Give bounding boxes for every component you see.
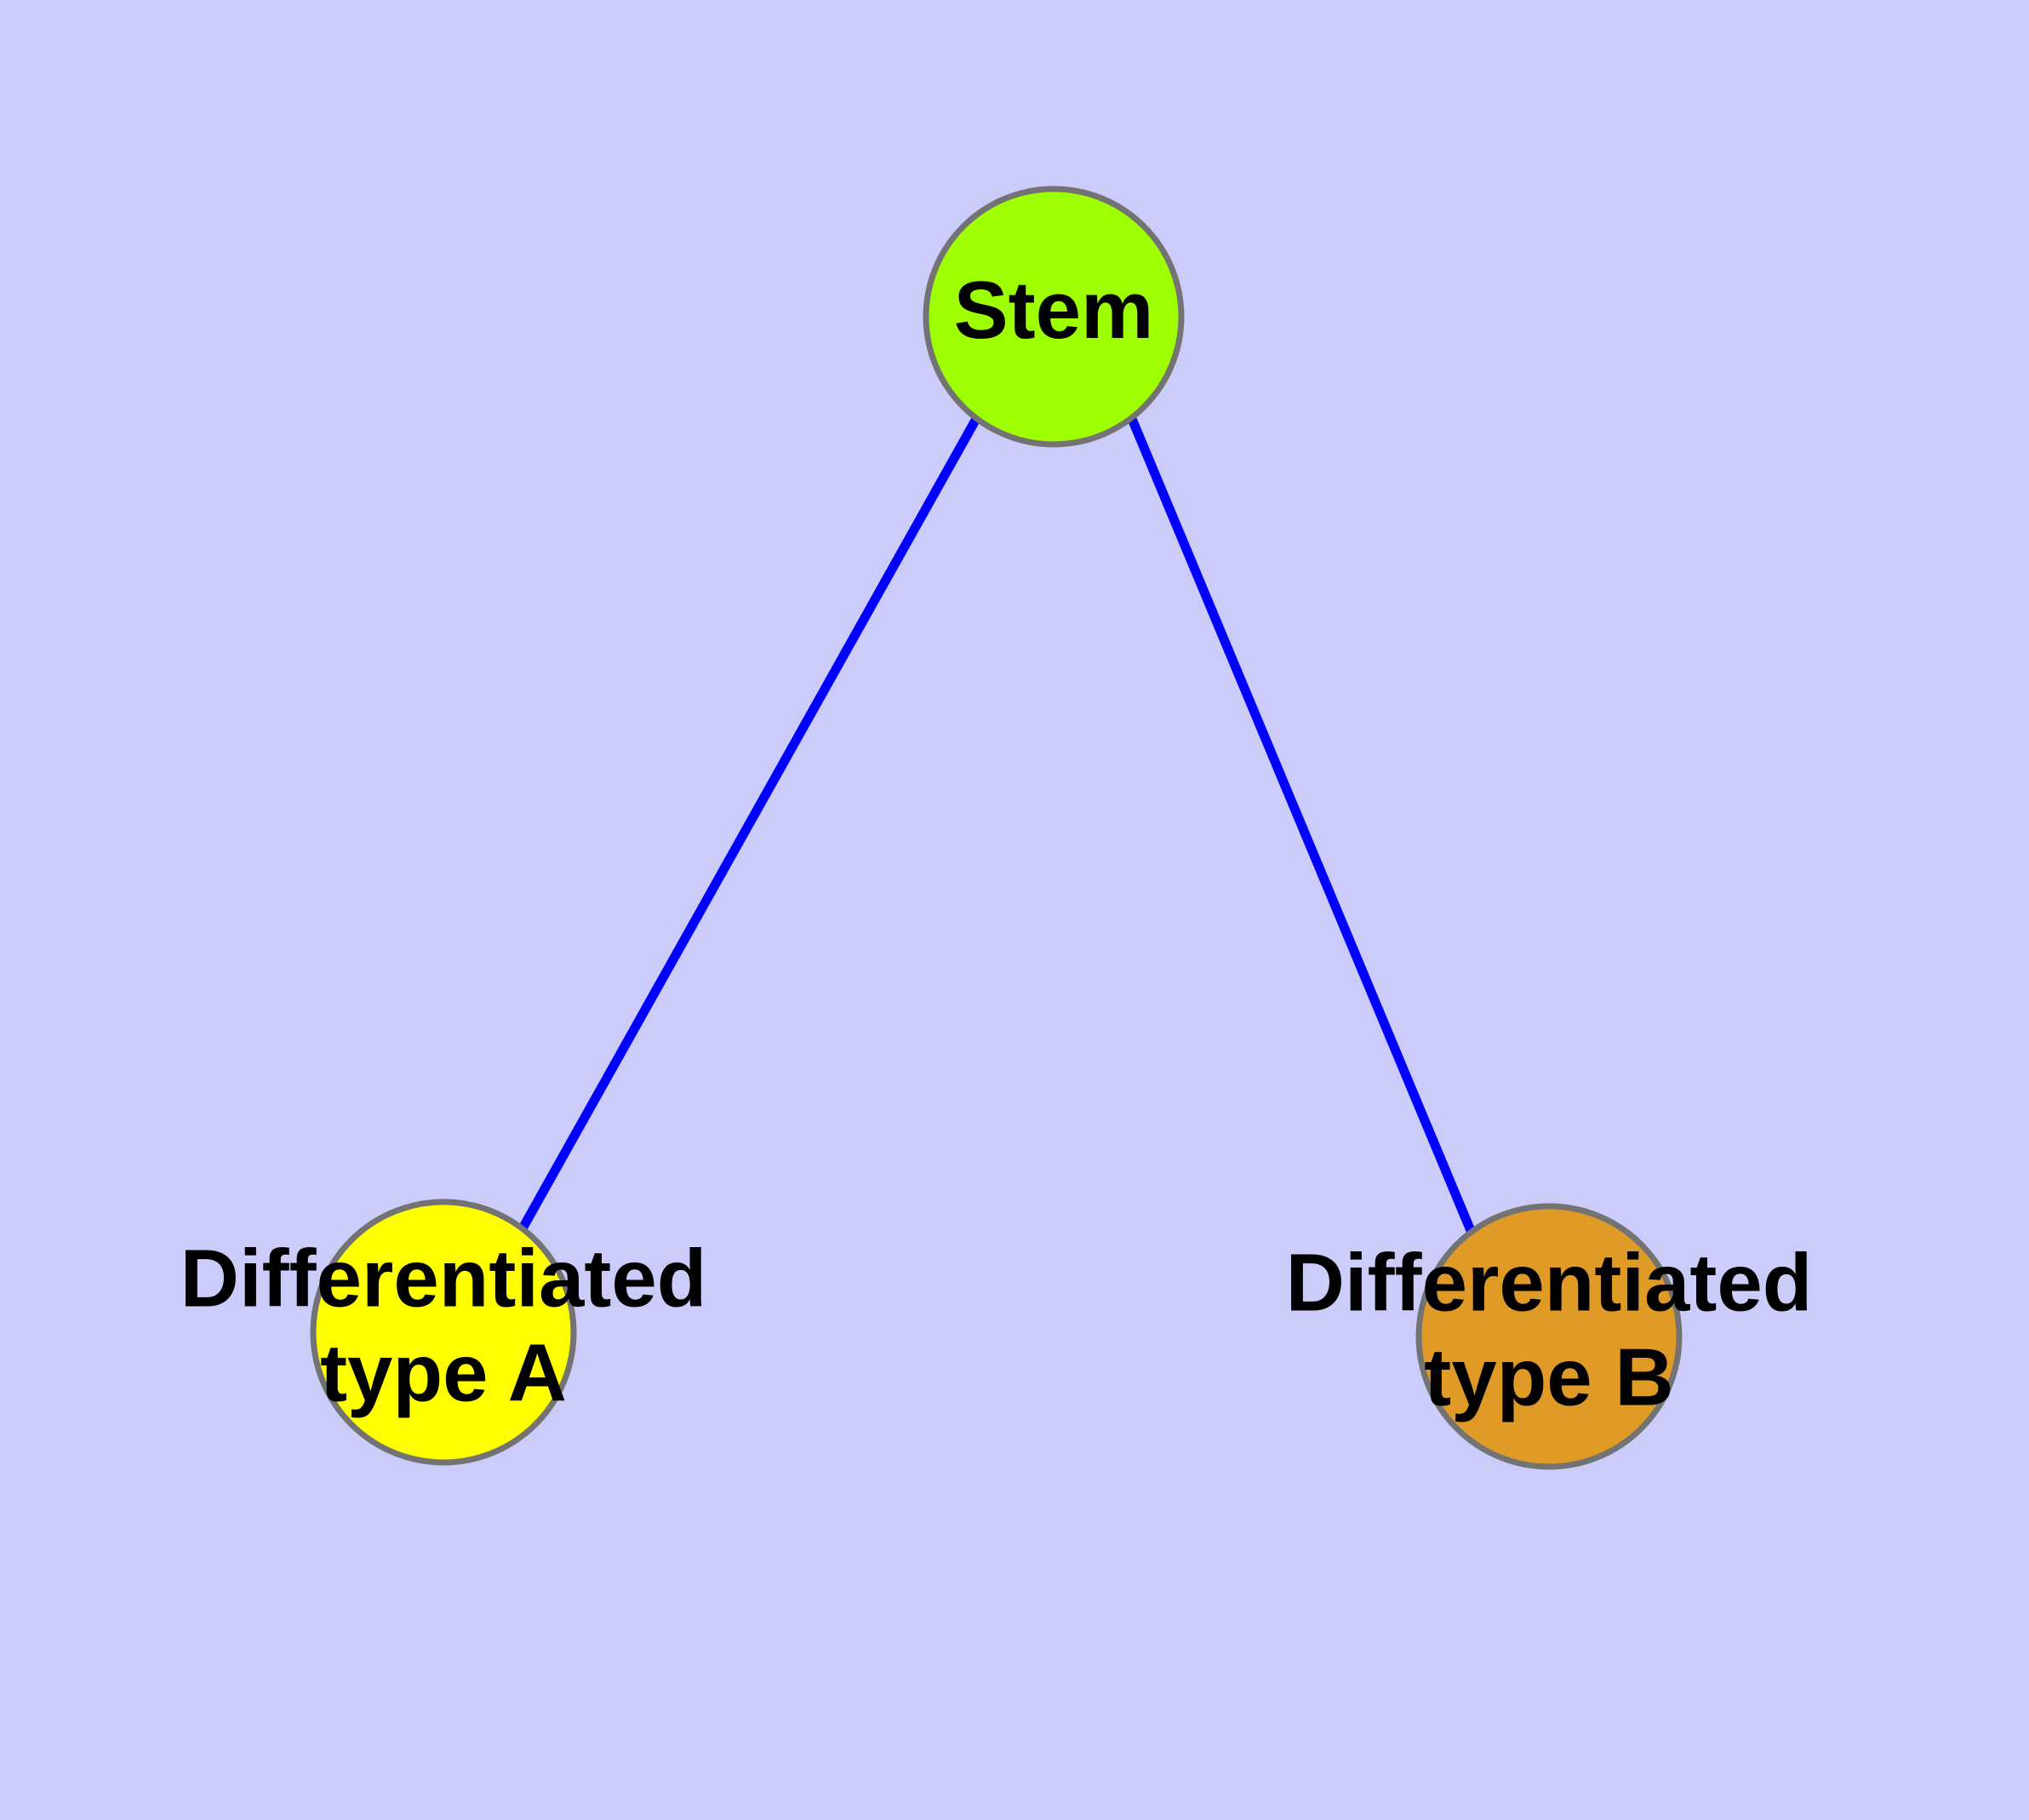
node-stem-circle[interactable] — [923, 186, 1185, 448]
node-stem[interactable] — [923, 186, 1185, 448]
node-differentiated-type-a-circle[interactable] — [310, 1199, 577, 1466]
edge-stem-to-differentiated-type-a[interactable] — [518, 416, 980, 1231]
node-differentiated-type-a[interactable] — [310, 1199, 577, 1466]
node-differentiated-type-b-circle[interactable] — [1415, 1203, 1683, 1470]
node-differentiated-type-b[interactable] — [1415, 1203, 1683, 1470]
edge-stem-to-differentiated-type-b[interactable] — [1127, 416, 1477, 1235]
node-stem-label: Stem — [954, 265, 1154, 356]
nodes-layer — [310, 186, 1683, 1470]
edges-layer — [518, 416, 1477, 1235]
